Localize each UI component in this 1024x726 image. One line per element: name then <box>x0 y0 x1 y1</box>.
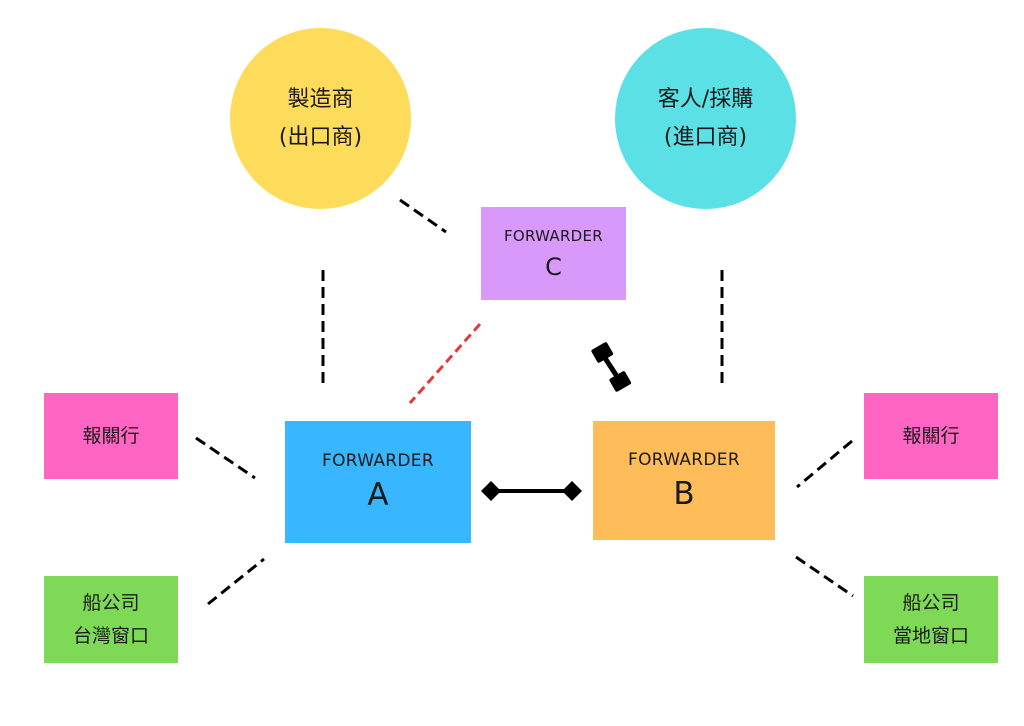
forwarder-c-node: FORWARDER C <box>481 207 626 300</box>
forwarder-b-node: FORWARDER B <box>593 421 775 540</box>
shipping-line-left-node: 船公司 台灣窗口 <box>44 576 178 663</box>
customs-broker-right-node: 報關行 <box>864 393 998 479</box>
customs-broker-left-node: 報關行 <box>44 393 178 479</box>
customer-label: 客人/採購 <box>657 86 754 112</box>
shipping-line-left-label: 船公司 <box>82 591 140 614</box>
manufacturer-node: 製造商 (出口商) <box>230 28 411 209</box>
customer-sublabel: (進口商) <box>663 124 748 150</box>
forwarder-c-to-forwarder-a-line <box>408 323 482 404</box>
forwarder-b-title: FORWARDER <box>628 449 740 470</box>
customs-broker-right-label: 報關行 <box>902 424 960 447</box>
shipping-line-right-sublabel: 當地窗口 <box>892 624 969 647</box>
manufacturer-sublabel: (出口商) <box>278 124 363 150</box>
forwarder-b-letter: B <box>673 475 695 512</box>
broken-link-icon <box>591 342 632 392</box>
forwarder-a-letter: A <box>367 477 389 513</box>
broker-left-to-forwarder-a-line <box>195 436 256 480</box>
shipping-left-to-forwarder-a-line <box>207 557 265 606</box>
shipping-line-right-node: 船公司 當地窗口 <box>864 576 998 663</box>
customer-node: 客人/採購 (進口商) <box>615 28 796 209</box>
broker-right-to-forwarder-b-line <box>796 439 853 489</box>
shipping-line-right-label: 船公司 <box>902 591 960 614</box>
customs-broker-left-label: 報關行 <box>82 424 140 447</box>
double-diamond-link-icon <box>481 481 582 501</box>
forwarder-c-letter: C <box>545 252 562 281</box>
forwarder-a-title: FORWARDER <box>322 451 434 471</box>
shipping-line-left-sublabel: 台灣窗口 <box>72 624 149 647</box>
manufacturer-label: 製造商 <box>287 86 354 112</box>
shipping-right-to-forwarder-b-line <box>795 555 854 598</box>
forwarder-a-node: FORWARDER A <box>285 421 471 543</box>
manufacturer-to-forwarder-c-line <box>399 198 447 234</box>
forwarder-c-title: FORWARDER <box>503 226 604 245</box>
